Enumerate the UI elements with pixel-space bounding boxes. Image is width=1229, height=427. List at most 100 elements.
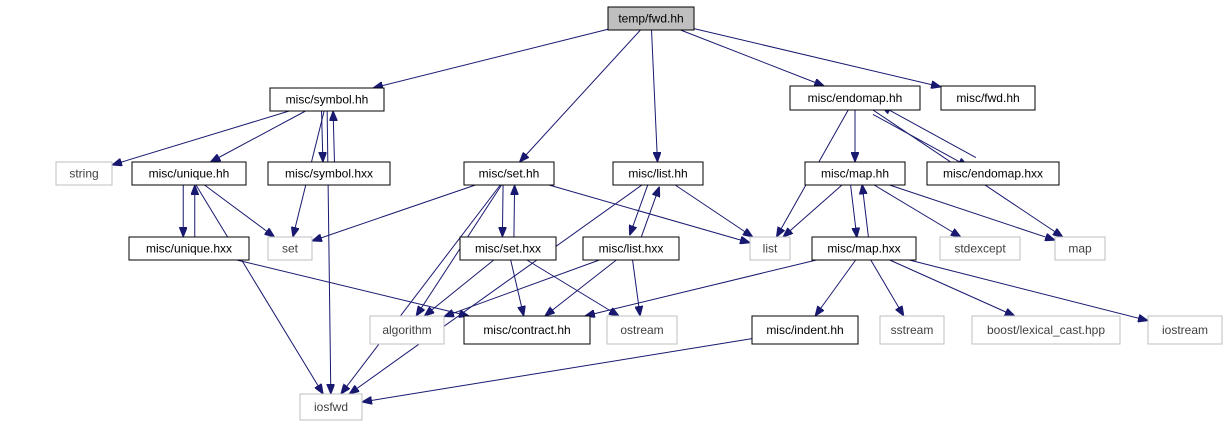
node-indent-hh[interactable]: misc/indent.hh — [751, 315, 859, 345]
node-map-hxx[interactable]: misc/map.hxx — [811, 236, 917, 261]
edge-map_hh-to-stdexcept — [873, 184, 961, 237]
node-box — [879, 315, 945, 345]
node-symbol-hxx[interactable]: misc/symbol.hxx — [267, 161, 391, 186]
node-label: misc/unique.hh — [149, 167, 230, 181]
edge-temp_fwd-to-fwd_hh — [693, 28, 941, 87]
node-box — [267, 236, 313, 261]
edge-map_hxx-to-sstream — [870, 259, 904, 316]
node-unique-hxx[interactable]: misc/unique.hxx — [128, 236, 250, 261]
node-box — [299, 393, 363, 421]
edge-set_hh-to-iosfwd — [341, 184, 501, 394]
node-map: map — [1054, 236, 1106, 261]
node-label: string — [69, 167, 98, 181]
node-list: list — [749, 236, 791, 261]
node-stdexcept: stdexcept — [939, 236, 1021, 261]
node-endomap-hxx[interactable]: misc/endomap.hxx — [926, 161, 1060, 186]
edge-symbol_hh-to-symbol_hxx — [322, 111, 323, 162]
node-label: misc/symbol.hh — [286, 93, 369, 107]
node-label: misc/contract.hh — [483, 323, 570, 337]
node-iostream: iostream — [1147, 315, 1223, 345]
node-label: misc/set.hxx — [475, 242, 541, 256]
node-box — [128, 236, 250, 261]
node-box — [55, 161, 113, 186]
node-contract-hh[interactable]: misc/contract.hh — [463, 315, 591, 345]
node-box — [582, 236, 680, 261]
edge-map_hxx-to-iostream — [909, 259, 1148, 321]
node-box — [612, 161, 704, 186]
node-label: misc/endomap.hxx — [943, 167, 1043, 181]
node-label: boost/lexical_cast.hpp — [987, 323, 1105, 337]
edge-set_hxx-to-set_hh — [514, 185, 515, 238]
node-box — [269, 87, 385, 112]
node-label: sstream — [891, 323, 934, 337]
node-label: misc/symbol.hxx — [285, 167, 373, 181]
node-label: misc/set.hh — [479, 167, 540, 181]
node-box — [804, 161, 906, 186]
edge-symbol_hxx-to-symbol_hh — [333, 111, 334, 162]
node-label: algorithm — [382, 323, 431, 337]
edge-symbol_hh-to-iosfwd — [326, 110, 331, 394]
edge-unique_hh-to-set — [204, 184, 274, 237]
node-box — [751, 315, 859, 345]
node-algorithm: algorithm — [369, 315, 445, 345]
node-box — [1147, 315, 1223, 345]
node-fwd-hh[interactable]: misc/fwd.hh — [940, 85, 1036, 111]
node-label: stdexcept — [954, 242, 1006, 256]
node-endomap-hh[interactable]: misc/endomap.hh — [789, 85, 921, 111]
node-label: misc/map.hxx — [827, 242, 900, 256]
edge-endomap_hh-to-endomap_hxx — [872, 113, 968, 166]
edge-set_hh-to-set — [312, 184, 476, 241]
node-box — [749, 236, 791, 261]
node-label: ostream — [620, 323, 663, 337]
node-box — [940, 85, 1036, 111]
edge-temp_fwd-to-endomap_hh — [680, 29, 825, 86]
node-string: string — [55, 161, 113, 186]
edge-list_hh-to-iosfwd — [349, 184, 643, 394]
nodes: temp/fwd.hh misc/symbol.hh misc/set.hh misc… — [55, 6, 1223, 421]
edge-symbol_hh-to-string — [112, 110, 290, 165]
edge-set_hh-to-set_hxx — [502, 184, 503, 237]
edge-unique_hxx-to-contract_hh — [236, 259, 469, 316]
node-map-hh[interactable]: misc/map.hh — [804, 161, 906, 186]
node-sstream: sstream — [879, 315, 945, 345]
node-box — [459, 236, 557, 261]
node-label: misc/map.hh — [821, 167, 889, 181]
edge-list_hxx-to-list_hh — [640, 187, 660, 239]
node-ostream: ostream — [606, 315, 678, 345]
node-box — [463, 161, 555, 186]
node-symbol-hh[interactable]: misc/symbol.hh — [269, 87, 385, 112]
edge-map_hh-to-list — [783, 184, 843, 237]
node-box — [939, 236, 1021, 261]
node-list-hh[interactable]: misc/list.hh — [612, 161, 704, 186]
node-label: misc/endomap.hh — [808, 91, 903, 105]
node-set-hh[interactable]: misc/set.hh — [463, 161, 555, 186]
node-temp-fwd[interactable]: temp/fwd.hh — [607, 6, 695, 31]
node-box — [369, 315, 445, 345]
edge-indent_hh-to-iosfwd — [362, 338, 753, 402]
node-label: set — [282, 242, 299, 256]
node-box — [131, 161, 247, 186]
node-label: temp/fwd.hh — [618, 12, 683, 26]
node-label: misc/indent.hh — [766, 323, 843, 337]
edge-set_hxx-to-contract_hh — [510, 259, 524, 316]
edge-map_hh-to-map_hxx — [850, 185, 857, 238]
edge-set_hxx-to-algorithm — [424, 259, 495, 316]
edge-set_hh-to-algorithm — [416, 184, 502, 316]
edge-map_hxx-to-indent_hh — [815, 259, 857, 316]
node-unique-hh[interactable]: misc/unique.hh — [131, 161, 247, 186]
node-box — [789, 85, 921, 111]
edge-list_hxx-to-algorithm — [444, 259, 600, 317]
node-iosfwd: iosfwd — [299, 393, 363, 421]
node-box — [971, 315, 1121, 345]
node-label: misc/fwd.hh — [956, 91, 1019, 105]
edge-map_hxx-to-contract_hh — [585, 259, 817, 316]
edge-list_hh-to-list — [674, 184, 753, 237]
node-set-hxx[interactable]: misc/set.hxx — [459, 236, 557, 261]
edge-list_hh-to-list_hxx — [630, 183, 649, 235]
node-box — [606, 315, 678, 345]
edge-endomap_hxx-to-endomap_hh — [881, 106, 977, 159]
edge-symbol_hh-to-unique_hh — [210, 110, 306, 162]
edge-map_hxx-to-map_hh — [862, 184, 869, 237]
node-list-hxx[interactable]: misc/list.hxx — [582, 236, 680, 261]
